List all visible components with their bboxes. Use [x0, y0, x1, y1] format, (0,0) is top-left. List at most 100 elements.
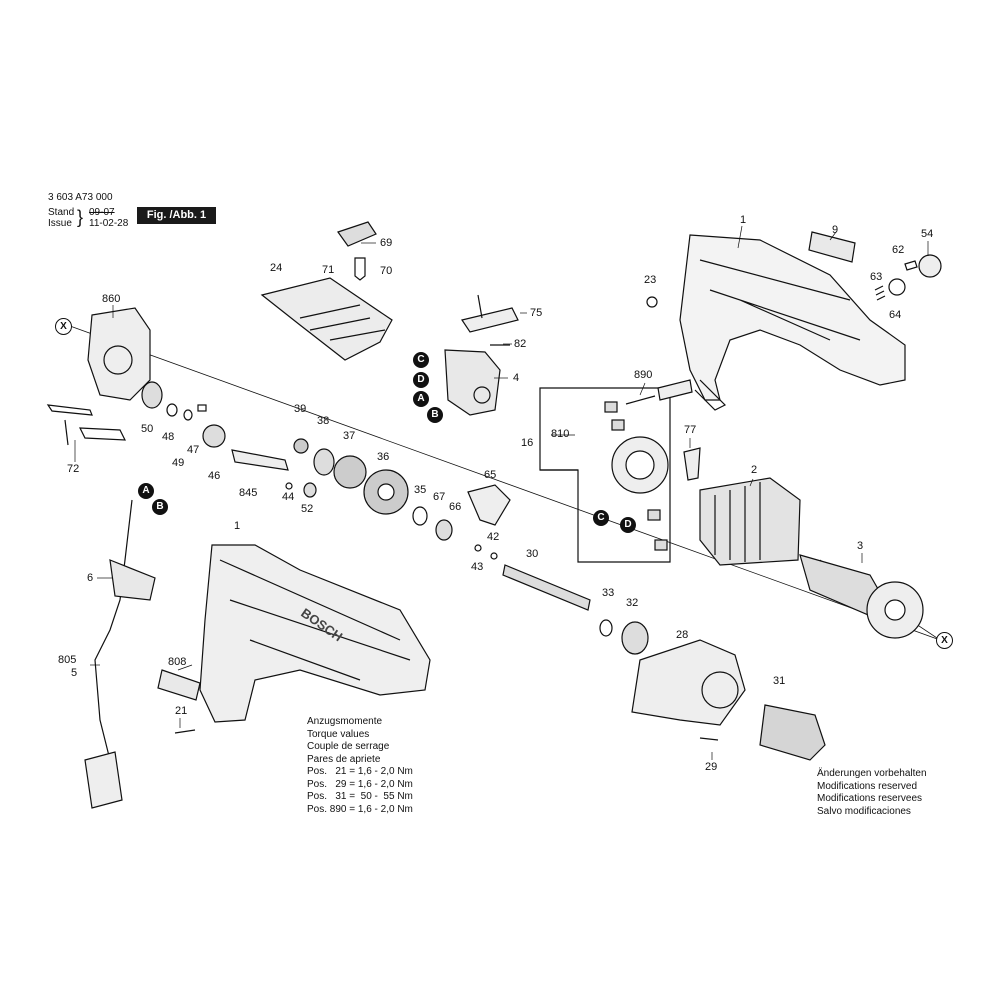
- callout-890: 890: [634, 369, 653, 381]
- torque-title-es: Pares de apriete: [307, 753, 381, 765]
- callout-75: 75: [530, 307, 543, 319]
- callout-42: 42: [487, 531, 500, 543]
- callout-67: 67: [433, 491, 446, 503]
- modifications-notice: Änderungen vorbehalten Modifications res…: [817, 768, 927, 818]
- marker-c: C: [413, 352, 429, 368]
- callout-6: 6: [87, 572, 94, 584]
- callout-810: 810: [551, 428, 570, 440]
- switch-4-shape: [444, 349, 501, 416]
- torque-title-en: Torque values: [307, 728, 370, 740]
- torque-table: Anzugsmomente Torque values Couple de se…: [307, 716, 413, 816]
- callout-35: 35: [414, 484, 427, 496]
- callout-38: 38: [317, 415, 330, 427]
- issue-label: Issue: [48, 218, 72, 229]
- stand-date: 09-07: [89, 207, 115, 218]
- callout-808: 808: [168, 656, 187, 668]
- notice-line-fr: Modifications reservees: [817, 793, 923, 804]
- marker-a: A: [413, 391, 429, 407]
- cover-24-shape: [260, 277, 393, 361]
- notice-line-de: Änderungen vorbehalten: [817, 768, 927, 779]
- part-number: 3 603 A73 000: [48, 192, 113, 203]
- callout-16: 16: [521, 437, 534, 449]
- power-cord-shape: [94, 499, 133, 761]
- callout-50: 50: [141, 423, 154, 435]
- assembly-axis-line: [69, 325, 941, 641]
- stator-2-shape: [699, 477, 801, 566]
- marker-a-cord: A: [138, 483, 154, 499]
- figure-label: Fig. /Abb. 1: [137, 207, 216, 224]
- callout-47: 47: [187, 444, 200, 456]
- callout-69: 69: [380, 237, 393, 249]
- callout-23: 23: [644, 274, 657, 286]
- bearing-54-shape: [918, 254, 942, 278]
- marker-b-cord: B: [152, 499, 168, 515]
- callout-62: 62: [892, 244, 905, 256]
- marker-c-brush: C: [593, 510, 609, 526]
- callout-21: 21: [175, 705, 188, 717]
- housing-top-shape: [679, 234, 906, 411]
- gear-37-shape: [333, 455, 367, 489]
- callout-1-bottom: 1: [234, 520, 241, 532]
- stand-label: Stand: [48, 207, 75, 218]
- callout-39: 39: [294, 403, 307, 415]
- callout-77: 77: [684, 424, 697, 436]
- notice-line-es: Salvo modificaciones: [817, 805, 911, 817]
- callout-32: 32: [626, 597, 639, 609]
- chuck-31-shape: [759, 704, 826, 761]
- spindle-30-shape: [502, 564, 591, 611]
- callout-70: 70: [380, 265, 393, 277]
- callout-48: 48: [162, 431, 175, 443]
- callout-29: 29: [705, 761, 718, 773]
- callout-31: 31: [773, 675, 786, 687]
- callout-9: 9: [832, 224, 839, 236]
- label-plate-shape: [808, 231, 856, 263]
- torque-row: Pos. 29 = 1,6 - 2,0 Nm: [307, 778, 413, 790]
- marker-x-right: X: [936, 632, 953, 649]
- front-housing-28-shape: [631, 639, 746, 726]
- callout-5: 5: [71, 667, 78, 679]
- callout-82: 82: [514, 338, 527, 350]
- callout-66: 66: [449, 501, 462, 513]
- callout-43: 43: [471, 561, 484, 573]
- torque-title-de: Anzugsmomente: [307, 716, 383, 727]
- callout-44: 44: [282, 491, 295, 503]
- issue-date: 11-02-28: [89, 218, 129, 229]
- callout-3: 3: [857, 540, 864, 552]
- callout-71: 71: [322, 264, 335, 276]
- callout-24: 24: [270, 262, 283, 274]
- gear-housing-860-shape: [87, 307, 151, 401]
- torque-title-fr: Couple de serrage: [307, 741, 390, 752]
- callout-65: 65: [484, 469, 497, 481]
- callout-860: 860: [102, 293, 121, 305]
- brace-icon: }: [77, 207, 84, 227]
- torque-row: Pos. 21 = 1,6 - 2,0 Nm: [307, 766, 413, 777]
- notice-line-en: Modifications reserved: [817, 780, 918, 792]
- callout-52: 52: [301, 503, 314, 515]
- callout-845: 845: [239, 487, 258, 499]
- callout-54: 54: [921, 228, 934, 240]
- marker-x-left: X: [55, 318, 72, 335]
- callout-36: 36: [377, 451, 390, 463]
- callout-46: 46: [208, 470, 221, 482]
- callout-30: 30: [526, 548, 539, 560]
- callout-49: 49: [172, 457, 185, 469]
- callout-64: 64: [889, 309, 902, 321]
- callout-4: 4: [513, 372, 520, 384]
- callout-72: 72: [67, 463, 80, 475]
- marker-b: B: [427, 407, 443, 423]
- plug-shape: [84, 751, 123, 809]
- callout-805: 805: [58, 654, 77, 666]
- marker-d: D: [413, 372, 429, 388]
- callout-1-top: 1: [740, 214, 747, 226]
- marker-d-brush: D: [620, 517, 636, 533]
- torque-row: Pos. 31 = 50 - 55 Nm: [307, 791, 413, 802]
- callout-63: 63: [870, 271, 883, 283]
- callout-28: 28: [676, 629, 689, 641]
- torque-row: Pos. 890 = 1,6 - 2,0 Nm: [307, 803, 413, 815]
- callout-33: 33: [602, 587, 615, 599]
- callout-2: 2: [751, 464, 758, 476]
- callout-37: 37: [343, 430, 356, 442]
- housing-bottom-shape: [199, 544, 431, 723]
